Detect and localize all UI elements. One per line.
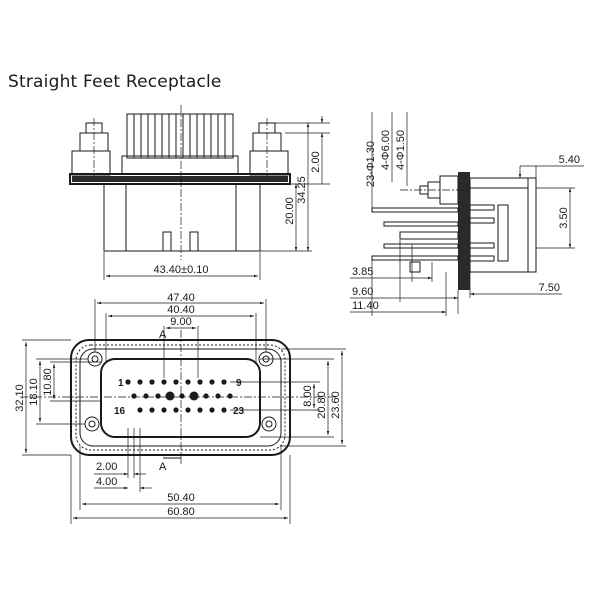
dim-20-80-label: 20.80 bbox=[316, 391, 328, 419]
upper-body bbox=[121, 155, 239, 175]
dim-18-10-label: 18.10 bbox=[28, 378, 40, 406]
dim-2-00-label: 2.00 bbox=[96, 461, 117, 473]
dim-23-60-label: 23.60 bbox=[330, 391, 342, 419]
side-post bbox=[400, 175, 470, 205]
side-body bbox=[469, 177, 537, 273]
dim-10-80-label: 10.80 bbox=[42, 368, 54, 396]
overall-height-label: 34.25 bbox=[296, 176, 308, 204]
lower-body bbox=[103, 105, 261, 260]
dim-9-60-label: 9.60 bbox=[352, 286, 373, 298]
section-a-top-label: A bbox=[159, 329, 167, 341]
pin-9-label: 9 bbox=[236, 378, 242, 389]
dim-4-00-label: 4.00 bbox=[96, 476, 117, 488]
dim-7-50-label: 7.50 bbox=[539, 282, 560, 294]
dim-60-80-label: 60.80 bbox=[167, 506, 195, 518]
mounting-holes bbox=[84, 351, 277, 432]
small-hole-dim-label: 4-Φ1.50 bbox=[395, 130, 407, 170]
dim-40-40-label: 40.40 bbox=[167, 304, 195, 316]
side-dims: 23-Φ1.30 4-Φ6.00 4-Φ1.50 5.40 3.50 3.85 … bbox=[350, 112, 584, 316]
front-height-dims: 2.00 34.25 20.00 bbox=[260, 116, 330, 252]
front-view: 43.40±0.10 2.00 34.25 20.00 bbox=[69, 105, 330, 280]
bottom-right-dims: 8.00 20.80 23.60 bbox=[230, 348, 346, 447]
fin-block bbox=[126, 113, 234, 159]
dim-9-00-label: 9.00 bbox=[170, 316, 191, 328]
left-mount-post bbox=[71, 118, 111, 178]
body-height-label: 20.00 bbox=[284, 197, 296, 225]
contact-insert bbox=[100, 358, 261, 438]
post-hole-dim-label: 4-Φ6.00 bbox=[380, 130, 392, 170]
pin-23-label: 23 bbox=[233, 406, 245, 417]
page-title: Straight Feet Receptacle bbox=[8, 72, 222, 92]
flange-top-dim-label: 2.00 bbox=[310, 151, 322, 172]
side-pins bbox=[371, 204, 509, 273]
dim-8-00-label: 8.00 bbox=[302, 385, 314, 406]
side-view: 23-Φ1.30 4-Φ6.00 4-Φ1.50 5.40 3.50 3.85 … bbox=[350, 112, 584, 316]
contact-pins bbox=[125, 379, 233, 413]
section-a-bottom-label: A bbox=[159, 461, 167, 473]
right-mount-post bbox=[249, 118, 289, 178]
front-width-dim: 43.40±0.10 bbox=[103, 252, 261, 280]
pin-1-label: 1 bbox=[118, 378, 124, 389]
side-top-dim-label: 5.40 bbox=[559, 154, 580, 166]
pin-hole-dim-label: 23-Φ1.30 bbox=[365, 141, 377, 187]
dim-11-40-label: 11.40 bbox=[352, 300, 379, 312]
dim-50-40-label: 50.40 bbox=[167, 492, 195, 504]
front-width-label: 43.40±0.10 bbox=[154, 264, 209, 276]
side-flange bbox=[458, 172, 470, 290]
bottom-lower-dims: 2.00 4.00 50.40 60.80 bbox=[70, 428, 291, 524]
bottom-left-dims: 32.10 18.10 10.80 bbox=[14, 339, 101, 456]
dim-47-40-label: 47.40 bbox=[167, 292, 195, 304]
pin-16-label: 16 bbox=[114, 406, 126, 417]
dim-32-10-label: 32.10 bbox=[14, 384, 26, 412]
side-right-dim-label: 3.50 bbox=[558, 207, 570, 228]
flange-fill bbox=[72, 176, 288, 182]
dim-3-85-label: 3.85 bbox=[352, 266, 373, 278]
bottom-view: 1 9 16 23 A A 47.40 40.40 9.00 bbox=[14, 292, 346, 524]
bottom-top-dims: 47.40 40.40 9.00 bbox=[94, 292, 267, 378]
